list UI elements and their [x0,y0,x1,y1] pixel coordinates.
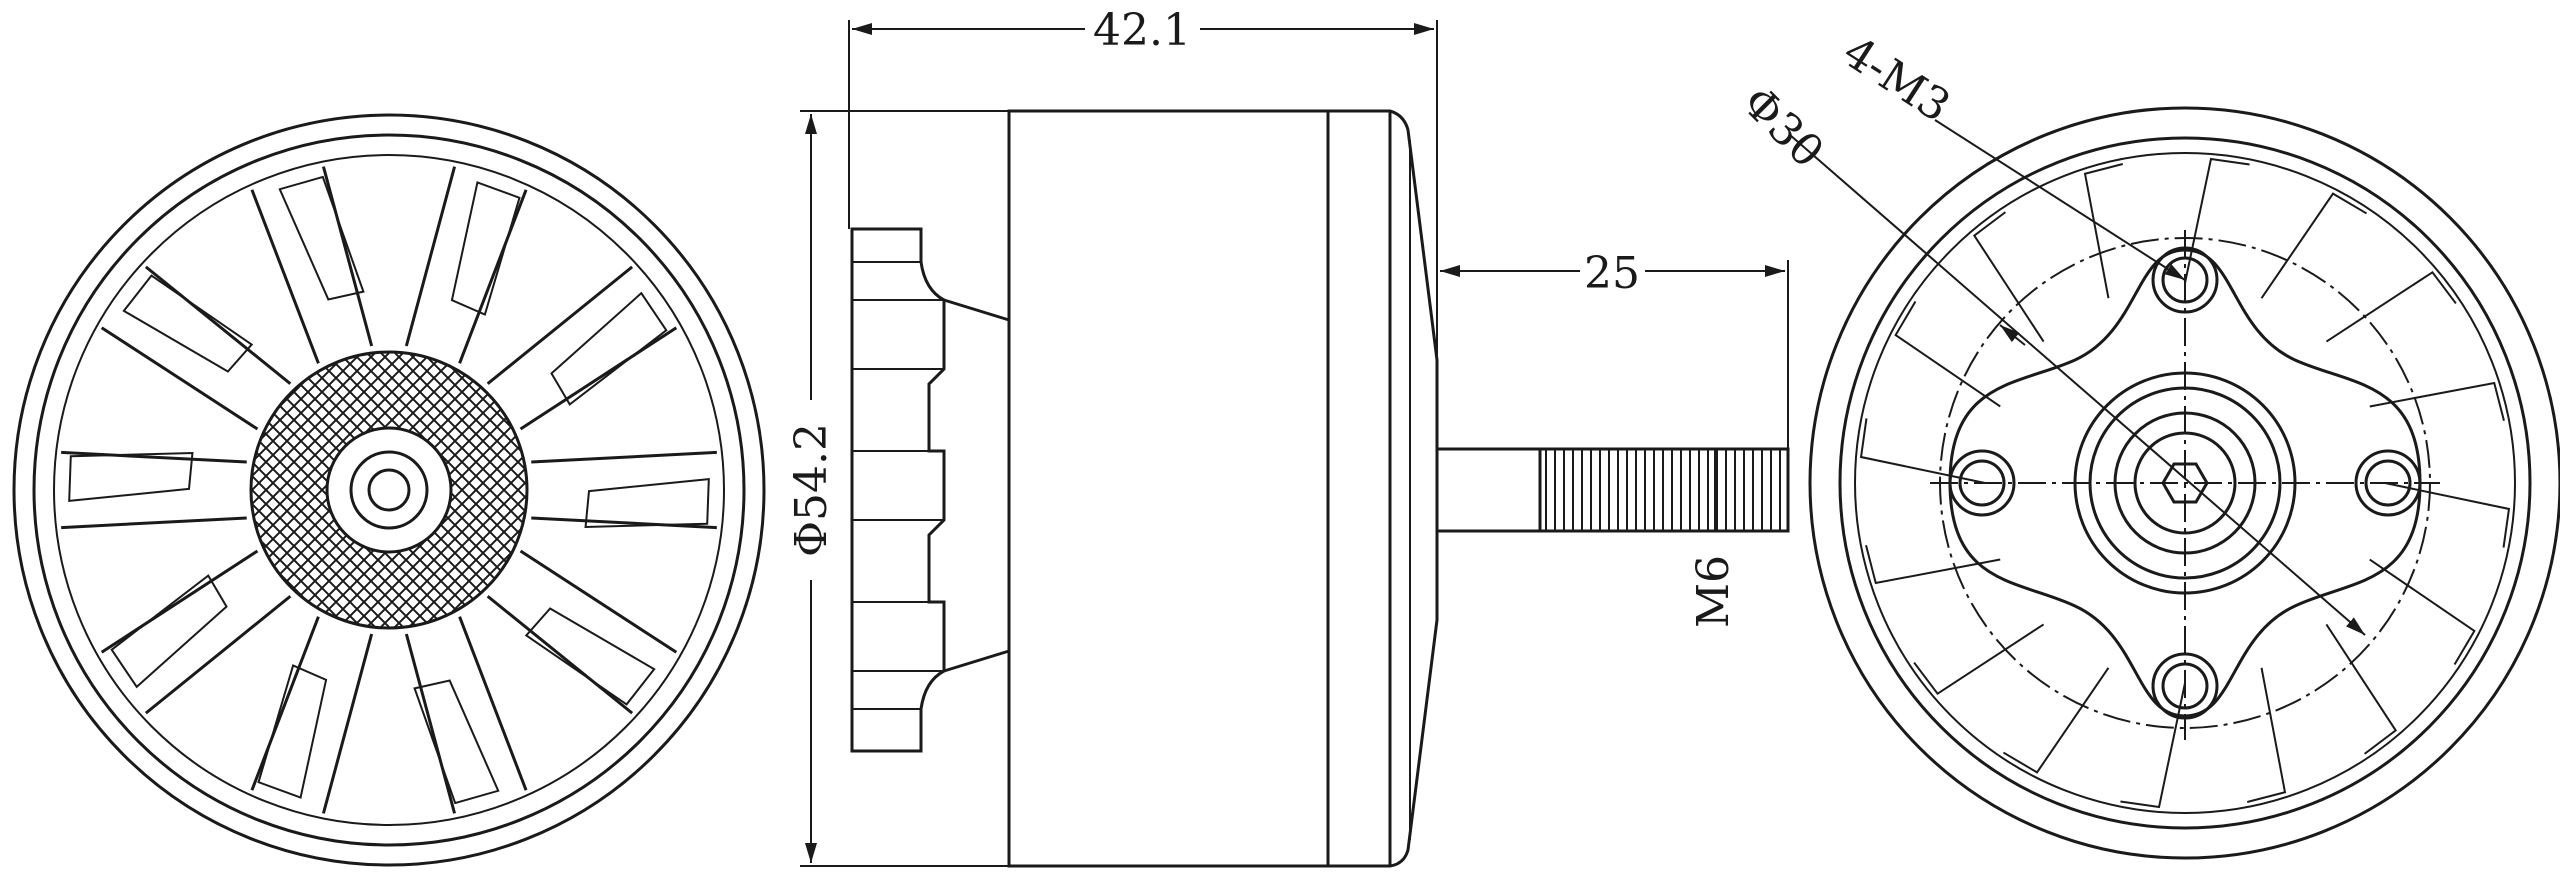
rear-view [1789,106,2560,860]
diameter-label: Φ54.2 [786,423,837,557]
front-view [12,113,766,867]
overall-length-label: 42.1 [1093,5,1191,56]
mount-holes-label: 4-M3 [1834,26,1959,132]
dimension-thread: M6 [1688,449,1739,628]
side-view [850,109,1790,868]
dimension-shaft-length: 25 [1440,248,1789,449]
thread-label: M6 [1688,555,1739,628]
shaft-length-label: 25 [1584,248,1640,299]
dimension-diameter: Φ54.2 [786,110,1009,867]
dimension-overall-length: 42.1 [848,5,1438,449]
mount-holes [1948,246,2422,720]
mount-circle-label: Φ30 [1732,77,1833,178]
